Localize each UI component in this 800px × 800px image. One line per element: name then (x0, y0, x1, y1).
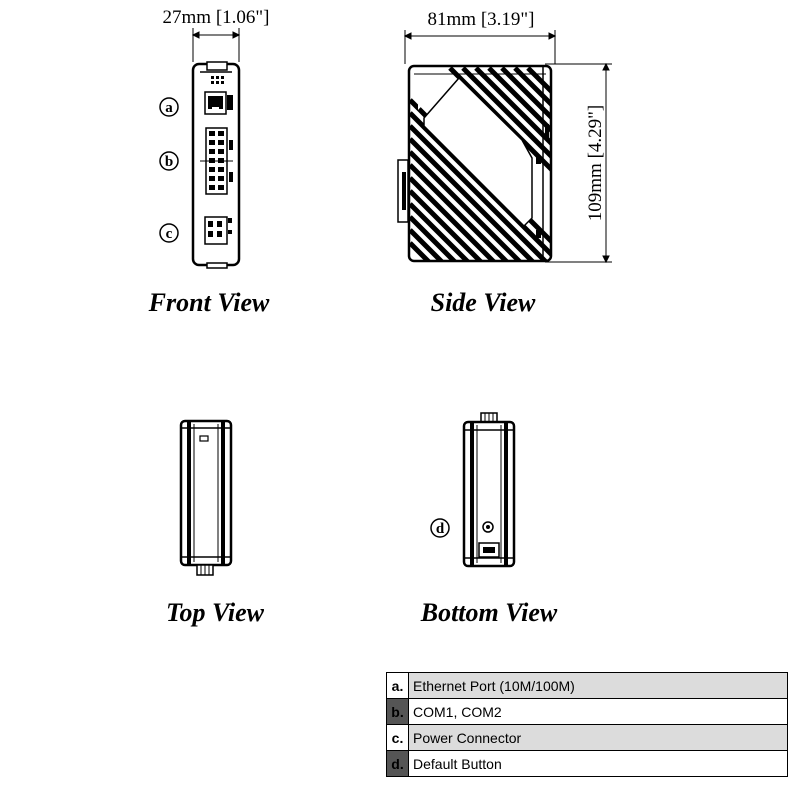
legend-label: Power Connector (408, 724, 788, 751)
power-connector (204, 216, 232, 245)
legend-row: d. Default Button (386, 750, 788, 777)
height-dimension-label: 109mm [4.29"] (585, 105, 606, 221)
front-view: 27mm [1.06"] (148, 7, 270, 317)
svg-text:d: d (436, 521, 445, 537)
legend-key: b. (386, 698, 409, 725)
legend-row: c. Power Connector (386, 724, 788, 751)
svg-text:a: a (165, 100, 173, 116)
legend-label: Ethernet Port (10M/100M) (408, 672, 788, 699)
legend-key: d. (386, 750, 409, 777)
legend-label: Default Button (408, 750, 788, 777)
front-view-title: Front View (148, 288, 270, 317)
width-dimension-label: 27mm [1.06"] (163, 7, 270, 28)
legend-key: c. (386, 724, 409, 751)
bottom-view-title: Bottom View (420, 598, 558, 627)
side-view-title: Side View (431, 288, 536, 317)
com-terminal-block (200, 127, 233, 195)
default-button (482, 521, 494, 533)
svg-text:b: b (165, 154, 173, 170)
depth-dimension-label: 81mm [3.19"] (428, 9, 535, 30)
side-view: 81mm [3.19"] 109mm [4.29"] (397, 9, 612, 317)
led-indicators (211, 76, 224, 84)
legend-row: a. Ethernet Port (10M/100M) (386, 672, 788, 699)
height-dimension-line (545, 62, 612, 264)
bottom-view: d Bottom View (420, 412, 558, 627)
ethernet-port (204, 91, 233, 115)
callout-a: a (159, 97, 179, 117)
legend-label: COM1, COM2 (408, 698, 788, 725)
legend-table: a. Ethernet Port (10M/100M) b. COM1, COM… (386, 672, 788, 777)
depth-dimension-line (403, 30, 557, 64)
top-view-title: Top View (166, 598, 265, 627)
callout-b: b (159, 151, 179, 171)
legend-row: b. COM1, COM2 (386, 698, 788, 725)
legend-key: a. (386, 672, 409, 699)
front-top-cap (206, 61, 228, 71)
width-dimension-line (191, 28, 241, 62)
svg-text:c: c (166, 226, 173, 242)
callout-c: c (159, 223, 179, 243)
device-drawing: 27mm [1.06"] (148, 7, 612, 627)
top-view: Top View (166, 419, 265, 627)
callout-d: d (430, 518, 450, 538)
side-label-window (423, 76, 533, 228)
